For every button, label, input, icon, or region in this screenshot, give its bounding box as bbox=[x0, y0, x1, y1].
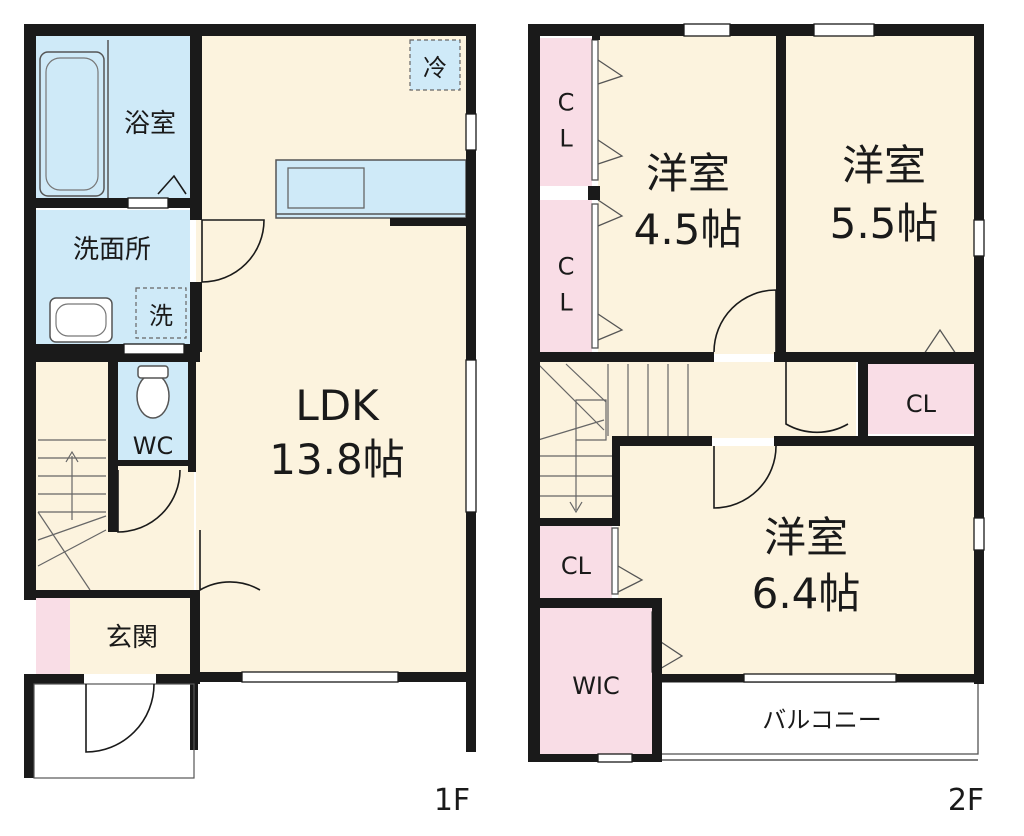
bathtub bbox=[39, 51, 105, 197]
washbasin-bowl bbox=[55, 303, 107, 337]
room-name-western-45: 洋室 bbox=[646, 149, 730, 198]
toilet-tank bbox=[137, 365, 169, 379]
room-name-wc: WC bbox=[133, 432, 174, 460]
cl-2-fill bbox=[540, 200, 592, 352]
room-size-western-55: 5.5帖 bbox=[830, 199, 939, 248]
room-name-western-55: 洋室 bbox=[842, 141, 926, 190]
kitchen-counter bbox=[275, 159, 467, 219]
room-55-floor bbox=[784, 36, 978, 354]
room-size-ldk: 13.8帖 bbox=[269, 435, 405, 484]
floor-label-1f: 1F bbox=[434, 783, 470, 818]
room-size-western-45: 4.5帖 bbox=[634, 205, 743, 254]
storage-label-cl-3: CL bbox=[906, 390, 937, 418]
hall-1f-floor bbox=[108, 462, 194, 594]
fridge-label: 冷 bbox=[423, 54, 447, 82]
washer-label: 洗 bbox=[149, 302, 173, 330]
doors-1f bbox=[85, 174, 265, 753]
stairs-1f bbox=[37, 439, 107, 591]
stairs-2f bbox=[537, 363, 689, 514]
closet-doors bbox=[591, 39, 957, 673]
floor-1f: 冷 洗 bbox=[24, 24, 477, 818]
windows-2f bbox=[597, 23, 985, 763]
bath-floor bbox=[36, 36, 190, 204]
room-name-entrance: 玄関 bbox=[106, 623, 158, 653]
stair-2f-floor bbox=[536, 362, 614, 520]
cl-4-fill bbox=[540, 526, 612, 598]
cl-1-fill bbox=[540, 38, 592, 186]
room-name-balcony: バルコニー bbox=[762, 706, 882, 734]
room-name-ldk: LDK bbox=[295, 381, 380, 430]
wic-fill bbox=[540, 608, 652, 754]
fridge-space bbox=[409, 39, 461, 91]
storage-label-wic: WIC bbox=[572, 672, 620, 700]
room-name-bath: 浴室 bbox=[124, 109, 176, 139]
windows-1f bbox=[123, 113, 477, 683]
cl-3-fill bbox=[866, 364, 976, 434]
storage-label-cl-4: CL bbox=[561, 552, 592, 580]
toilet-bowl bbox=[136, 373, 170, 419]
doors-2f bbox=[713, 289, 849, 509]
room-name-western-64: 洋室 bbox=[764, 513, 848, 562]
room-name-washroom: 洗面所 bbox=[73, 235, 151, 265]
ldk-floor bbox=[196, 30, 472, 678]
walls-2f bbox=[528, 24, 984, 762]
walls-1f bbox=[24, 24, 476, 778]
washer-space bbox=[135, 287, 187, 339]
shoe-storage bbox=[36, 598, 70, 674]
balcony bbox=[659, 681, 979, 755]
washbasin bbox=[49, 297, 113, 343]
porch-outline bbox=[33, 683, 195, 779]
floor-2f: 洋室 4.5帖 洋室 5.5帖 洋室 6.4帖 バルコニー CL CL CL C… bbox=[528, 23, 985, 818]
floor-label-2f: 2F bbox=[948, 783, 984, 818]
bathtub-inner bbox=[45, 57, 99, 191]
room-size-western-64: 6.4帖 bbox=[752, 569, 861, 618]
room-45-floor bbox=[598, 36, 778, 354]
kitchen-sink bbox=[287, 167, 365, 209]
room-64-floor bbox=[618, 446, 978, 676]
entrance-floor bbox=[70, 598, 194, 674]
